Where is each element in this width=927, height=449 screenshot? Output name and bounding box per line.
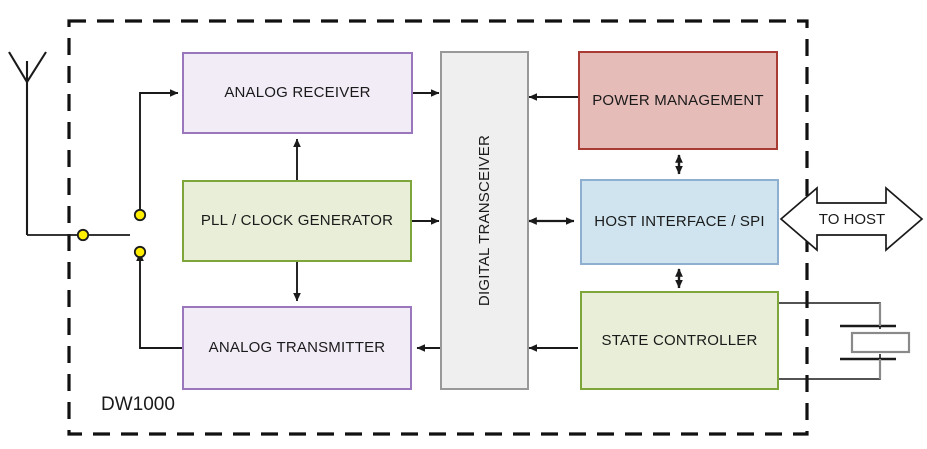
block-pll-clock-generator[interactable]: PLL / CLOCK GENERATOR	[182, 180, 412, 262]
block-label-host-interface-spi: HOST INTERFACE / SPI	[594, 213, 765, 231]
block-power-management[interactable]: POWER MANAGEMENT	[578, 51, 778, 150]
junction-dot-antenna	[76, 228, 90, 242]
block-label-pll-clock-generator: PLL / CLOCK GENERATOR	[200, 212, 394, 230]
junction-dot-rx	[133, 208, 147, 222]
chip-boundary-label: DW1000	[101, 394, 175, 415]
junction-dot-tx	[133, 245, 147, 259]
block-label-analog-transmitter: ANALOG TRANSMITTER	[208, 339, 386, 357]
rx-switch-wire	[139, 89, 179, 215]
block-analog-transmitter[interactable]: ANALOG TRANSMITTER	[182, 306, 412, 390]
block-host-interface-spi[interactable]: HOST INTERFACE / SPI	[580, 179, 779, 265]
block-label-analog-receiver: ANALOG RECEIVER	[224, 84, 371, 102]
chip-boundary-dashed	[67, 19, 809, 436]
block-label-digital-transceiver: DIGITAL TRANSCEIVER	[475, 134, 493, 307]
block-label-power-management: POWER MANAGEMENT	[592, 91, 764, 109]
antenna-icon	[8, 51, 47, 235]
crystal-oscillator-icon	[840, 303, 911, 379]
block-analog-receiver[interactable]: ANALOG RECEIVER	[182, 52, 413, 134]
block-state-controller[interactable]: STATE CONTROLLER	[580, 291, 779, 390]
to-host-label: TO HOST	[818, 211, 886, 228]
tx-switch-wire	[136, 252, 182, 349]
to-host-arrow-shape	[779, 186, 924, 252]
block-label-state-controller: STATE CONTROLLER	[601, 331, 758, 349]
block-digital-transceiver[interactable]: DIGITAL TRANSCEIVER	[440, 51, 529, 390]
